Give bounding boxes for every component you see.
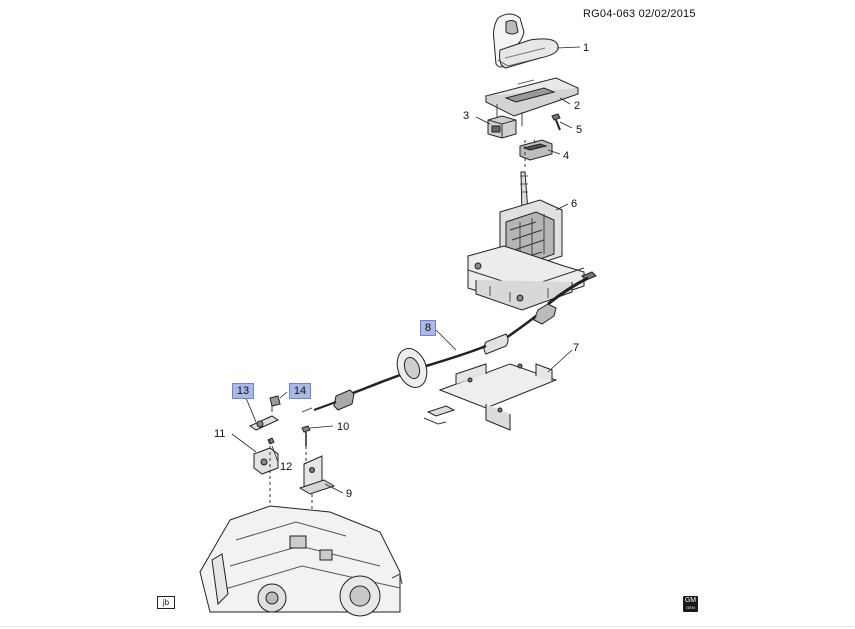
transmission-housing-part — [199, 505, 403, 617]
callout-9: 9 — [346, 488, 353, 500]
diagram-reference-id: RG04-063 02/02/2015 — [583, 8, 696, 20]
callout-3: 3 — [463, 110, 470, 122]
callout-2: 2 — [574, 100, 581, 112]
gm-logo-subtext: GEN — [686, 605, 695, 610]
shift-knob-part — [493, 13, 559, 69]
callout-5: 5 — [576, 124, 583, 136]
switch-part — [487, 115, 517, 139]
callout-10: 10 — [337, 421, 350, 433]
leader-lines — [231, 46, 581, 494]
callout-13: 13 — [232, 383, 254, 399]
callout-11: 11 — [214, 428, 226, 440]
callout-7: 7 — [573, 342, 580, 354]
callout-1: 1 — [583, 42, 590, 54]
callout-4: 4 — [563, 150, 570, 162]
mounting-bracket-part — [423, 363, 558, 431]
footer-code-badge: jb — [157, 596, 175, 609]
nut-part — [267, 437, 275, 445]
transmission-bracket-part — [298, 455, 336, 495]
callout-6: 6 — [571, 198, 578, 210]
gm-logo: GM GEN — [683, 596, 698, 612]
shifter-control-assembly-part — [467, 199, 597, 311]
gm-logo-text: GM — [684, 597, 697, 604]
screw-part — [551, 113, 561, 131]
callout-14: 14 — [289, 383, 311, 399]
callout-12: 12 — [280, 461, 293, 473]
shifter-bezel-part — [484, 77, 580, 126]
shift-cable-part — [301, 276, 589, 413]
cable-clip-part — [269, 395, 281, 412]
callout-8: 8 — [420, 320, 436, 336]
bolt-part — [301, 425, 311, 446]
bottom-divider — [0, 626, 855, 627]
shift-lever-part — [248, 415, 280, 431]
indicator-part — [519, 139, 553, 161]
